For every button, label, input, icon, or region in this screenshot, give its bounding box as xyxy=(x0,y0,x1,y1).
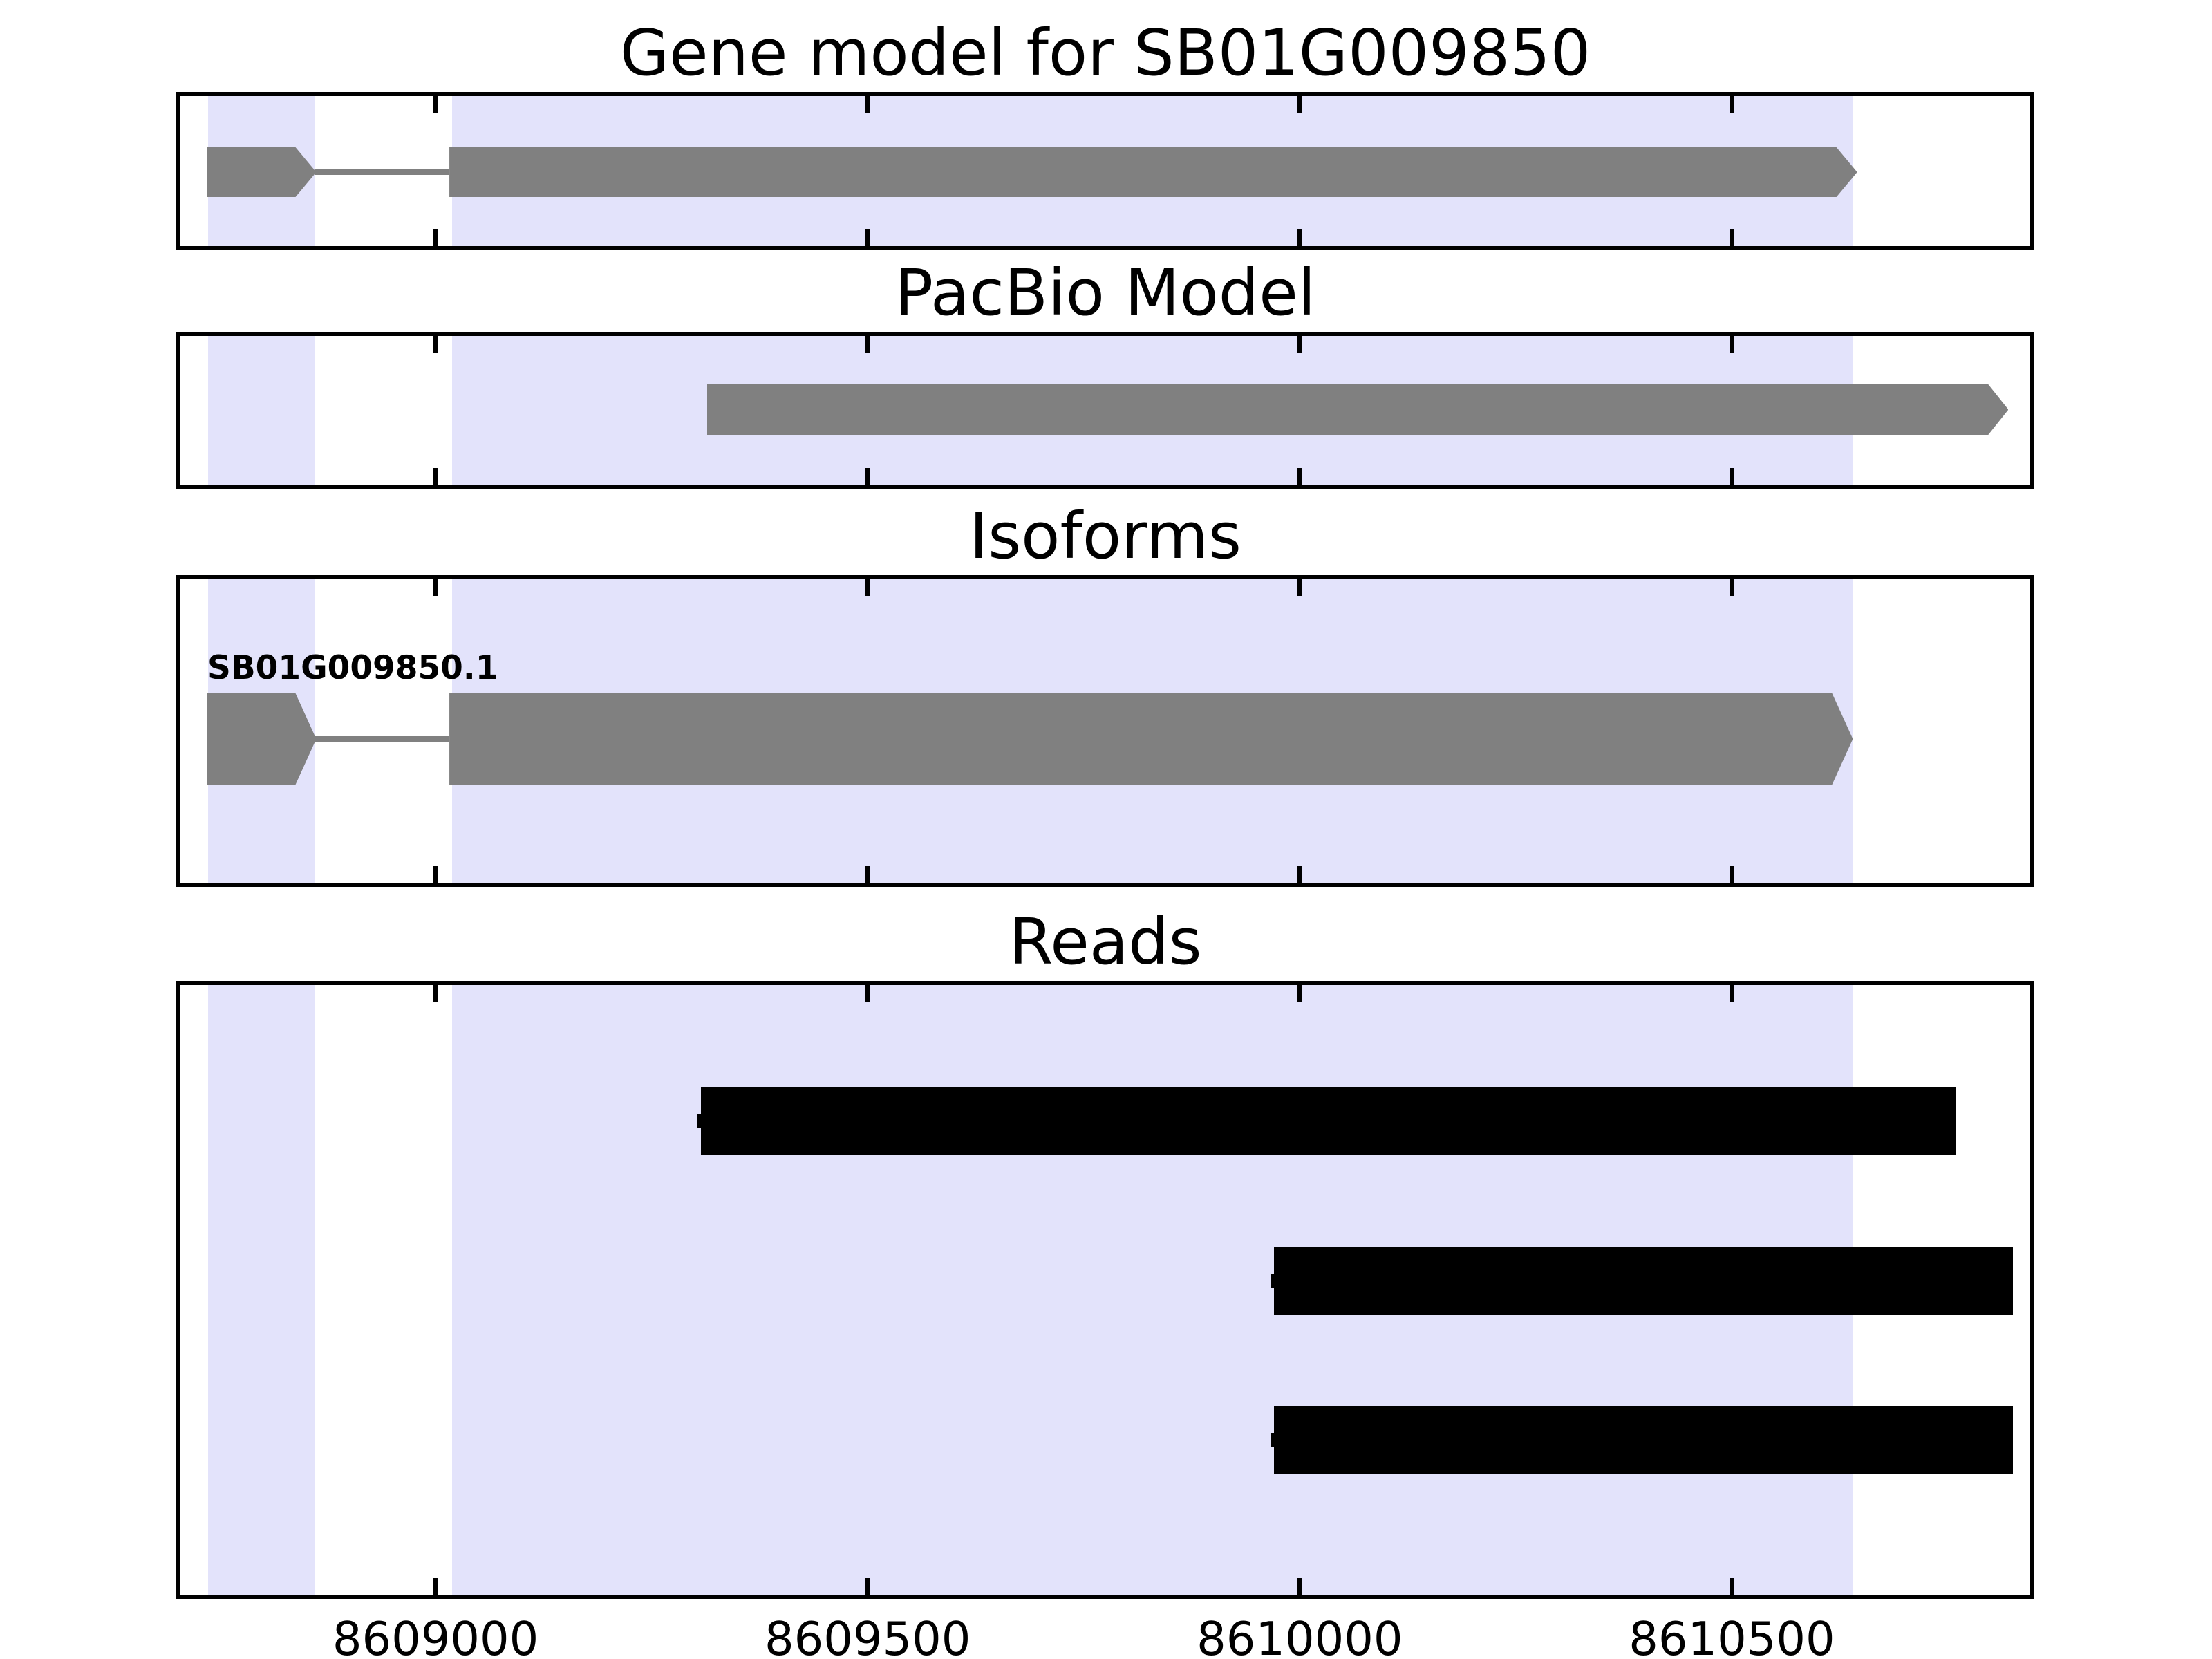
axis-tick-mark xyxy=(1730,985,1734,1002)
highlight-region xyxy=(208,336,315,485)
axis-tick-mark xyxy=(1297,468,1302,485)
axis-tick-mark xyxy=(1297,579,1302,596)
read-bar xyxy=(1273,1406,2013,1474)
panel-pacbio-model xyxy=(176,332,2034,489)
axis-tick-mark xyxy=(433,96,438,113)
read-bar xyxy=(1273,1247,2013,1315)
axis-tick-mark xyxy=(433,468,438,485)
axis-tick-mark xyxy=(1730,866,1734,883)
axis-tick-mark xyxy=(865,985,870,1002)
axis-tick-mark xyxy=(865,229,870,246)
panel-reads xyxy=(176,981,2034,1599)
axis-tick-mark xyxy=(1297,866,1302,883)
exon-arrow xyxy=(207,147,317,197)
axis-tick-mark xyxy=(433,866,438,883)
axis-tick-mark xyxy=(1297,336,1302,353)
axis-tick-mark xyxy=(865,866,870,883)
exon-arrow xyxy=(449,147,1857,197)
axis-tick-mark xyxy=(1297,229,1302,246)
axis-tick-mark xyxy=(1730,468,1734,485)
intron-line xyxy=(315,736,450,742)
read-bar xyxy=(700,1087,1957,1155)
title-isoforms: Isoforms xyxy=(969,499,1241,573)
axis-tick-mark xyxy=(433,229,438,246)
axis-tick-mark xyxy=(1730,336,1734,353)
axis-tick-mark xyxy=(1297,96,1302,113)
read-start-nub xyxy=(1270,1274,1274,1288)
axis-tick-mark xyxy=(1730,1578,1734,1595)
axis-tick-mark xyxy=(865,336,870,353)
axis-tick-mark xyxy=(433,579,438,596)
intron-line xyxy=(315,169,450,175)
x-tick-label: 8610500 xyxy=(1629,1612,1835,1659)
axis-tick-mark xyxy=(865,468,870,485)
isoform-label: SB01G009850.1 xyxy=(207,649,498,687)
read-start-nub xyxy=(697,1114,701,1128)
title-gene-model: Gene model for SB01G009850 xyxy=(619,16,1591,90)
axis-tick-mark xyxy=(1730,96,1734,113)
exon-arrow xyxy=(706,384,2009,435)
axis-tick-mark xyxy=(865,96,870,113)
title-reads: Reads xyxy=(1009,905,1202,979)
exon-arrow xyxy=(207,693,317,785)
axis-tick-mark xyxy=(433,985,438,1002)
x-tick-label: 8610000 xyxy=(1197,1612,1403,1659)
panel-gene-model xyxy=(176,92,2034,250)
x-tick-label: 8609000 xyxy=(332,1612,539,1659)
exon-arrow xyxy=(449,693,1853,785)
axis-tick-mark xyxy=(1297,1578,1302,1595)
x-tick-label: 8609500 xyxy=(764,1612,971,1659)
axis-tick-mark xyxy=(433,1578,438,1595)
axis-tick-mark xyxy=(865,1578,870,1595)
read-start-nub xyxy=(1270,1433,1274,1447)
axis-tick-mark xyxy=(1730,229,1734,246)
title-pacbio-model: PacBio Model xyxy=(894,256,1316,330)
axis-tick-mark xyxy=(1730,579,1734,596)
axis-tick-mark xyxy=(865,579,870,596)
axis-tick-mark xyxy=(1297,985,1302,1002)
axis-tick-mark xyxy=(433,336,438,353)
panel-isoforms: SB01G009850.1 xyxy=(176,575,2034,887)
highlight-region xyxy=(208,985,315,1595)
